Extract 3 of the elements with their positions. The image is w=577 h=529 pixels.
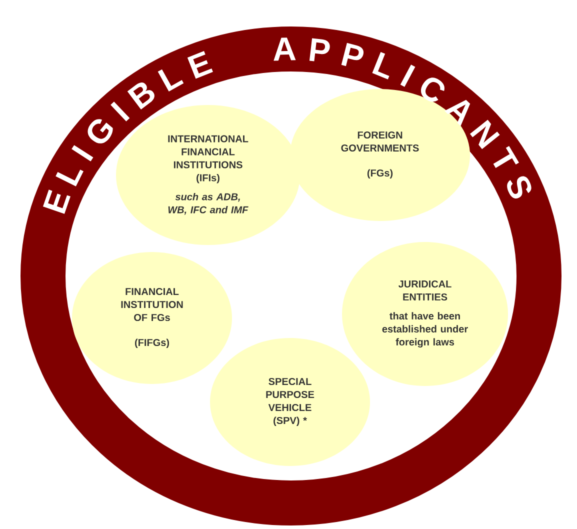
circle-node: JURIDICAL ENTITIES that have been established under foreign laws [342, 242, 508, 386]
circle-node: FINANCIAL INSTITUTION OF FGs (FIFGs) [72, 252, 232, 384]
circle-node: SPECIAL PURPOSE VEHICLE (SPV) * [210, 338, 370, 466]
